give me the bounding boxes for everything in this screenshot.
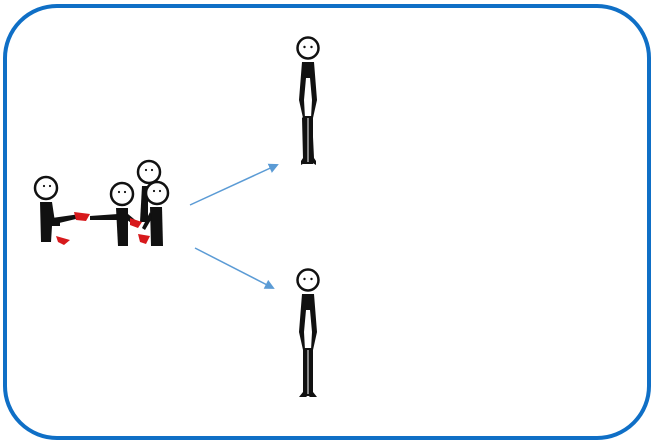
shared-item-icon [74,212,90,221]
group-of-people-sharing-icon [35,161,168,246]
arrow-to-bottom-person [195,248,273,288]
group-person-middle [90,183,140,246]
standing-person-top-icon [298,38,319,166]
standing-person-bottom-icon [298,270,319,398]
arrow-to-top-person [190,165,277,205]
group-person-left [35,177,80,245]
